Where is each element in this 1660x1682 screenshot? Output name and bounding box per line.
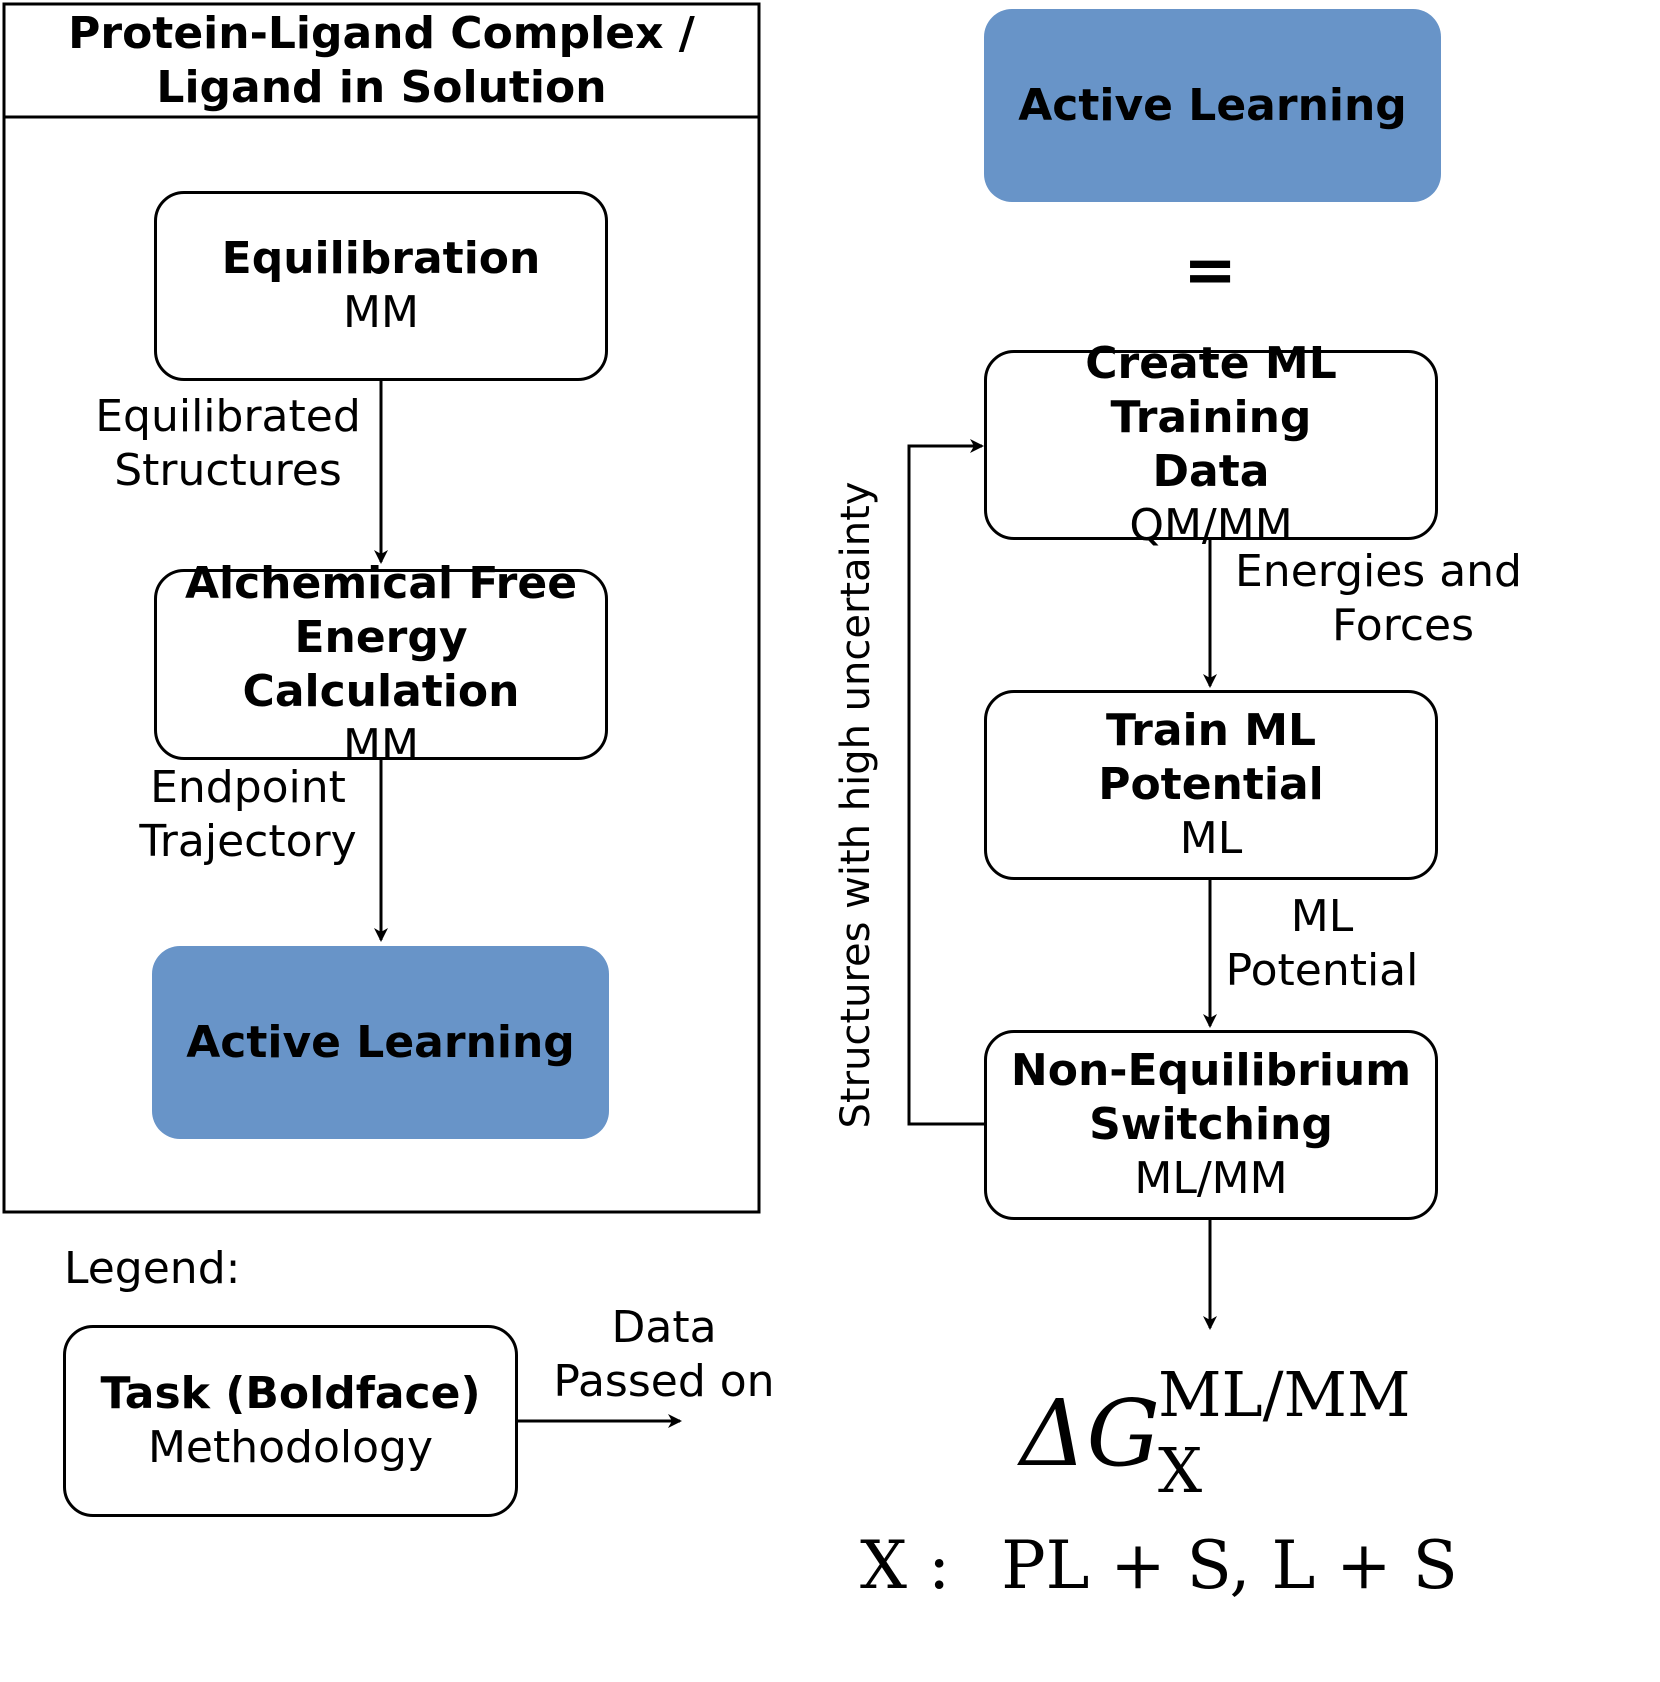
equilibration-box[interactable]: Equilibration MM	[154, 191, 608, 381]
alchemical-task-line2: Energy Calculation	[242, 611, 520, 717]
non-equilibrium-switching-box[interactable]: Non-Equilibrium Switching ML/MM	[984, 1030, 1438, 1220]
arrow-feedback-loop	[907, 439, 984, 1126]
legend-arrow-line2: Passed on	[553, 1356, 775, 1407]
equilibration-method: MM	[343, 287, 419, 338]
create-task-line2: Data	[1152, 446, 1270, 497]
create-task-line1: Create ML Training	[1085, 338, 1337, 443]
neq-method: ML/MM	[1134, 1153, 1288, 1204]
left-panel-frame	[2, 2, 761, 1214]
result-formula: ΔG ML/MM X	[1020, 1360, 1440, 1510]
result-subscript: X	[1158, 1434, 1203, 1507]
left-active-learning-label: Active Learning	[186, 1016, 575, 1068]
alchemical-task-line1: Alchemical Free	[184, 557, 578, 609]
alchemical-box[interactable]: Alchemical Free Energy Calculation MM	[154, 558, 608, 771]
legend-arrow-label: Data Passed on	[544, 1301, 784, 1409]
create-method: QM/MM	[1129, 500, 1293, 551]
neq-task-line1: Non-Equilibrium	[1010, 1045, 1412, 1096]
footnote-x: X :	[860, 1527, 951, 1604]
train-method: ML	[1179, 813, 1243, 864]
edge-endpoint-line2: Trajectory	[139, 816, 357, 867]
footnote-options: PL + S, L + S	[1001, 1527, 1458, 1604]
footnote-formula: X : PL + S, L + S	[860, 1527, 1458, 1604]
edge-ml-line2: Potential	[1225, 945, 1419, 996]
legend-arrow-line1: Data	[611, 1302, 717, 1353]
edge-equilibrated-line2: Structures	[114, 445, 342, 496]
left-panel-title: Protein-Ligand Complex / Ligand in Solut…	[4, 4, 759, 117]
train-task: Train ML Potential	[1098, 705, 1324, 810]
right-active-learning-label: Active Learning	[1018, 79, 1407, 131]
loop-label: Structures with high uncertainty	[833, 481, 879, 1129]
train-ml-potential-box[interactable]: Train ML Potential ML	[984, 690, 1438, 880]
create-training-data-box[interactable]: Create ML Training Data QM/MM	[984, 338, 1438, 551]
edge-endpoint-line1: Endpoint	[150, 762, 346, 813]
alchemical-method: MM	[343, 719, 419, 771]
equilibration-task: Equilibration	[221, 233, 541, 284]
edge-energies-line1: Energies and	[1235, 546, 1522, 597]
result-delta-g: ΔG	[1020, 1380, 1160, 1487]
edge-equilibrated-line1: Equilibrated	[95, 391, 361, 442]
legend-title: Legend:	[64, 1243, 241, 1294]
left-panel-title-line2: Ligand in Solution	[156, 61, 607, 113]
left-active-learning-box[interactable]: Active Learning	[152, 946, 609, 1139]
edge-endpoint-trajectory-label: Endpoint Trajectory	[120, 761, 376, 869]
neq-task-line2: Switching	[1089, 1099, 1333, 1150]
edge-equilibrated-structures-label: Equilibrated Structures	[78, 390, 378, 498]
result-superscript: ML/MM	[1158, 1358, 1411, 1431]
legend-task: Task (Boldface)	[100, 1368, 481, 1419]
left-panel-title-line1: Protein-Ligand Complex /	[68, 7, 695, 59]
edge-ml-line1: ML	[1290, 891, 1354, 942]
edge-ml-potential-label: ML Potential	[1222, 890, 1422, 998]
edge-energies-line2: Forces	[1332, 600, 1474, 651]
equals-sign: =	[1183, 234, 1237, 308]
right-active-learning-box[interactable]: Active Learning	[984, 9, 1441, 202]
legend-box: Task (Boldface) Methodology	[63, 1325, 518, 1517]
legend-method: Methodology	[147, 1422, 434, 1473]
edge-energies-forces-label: Energies and Forces	[1222, 545, 1522, 653]
